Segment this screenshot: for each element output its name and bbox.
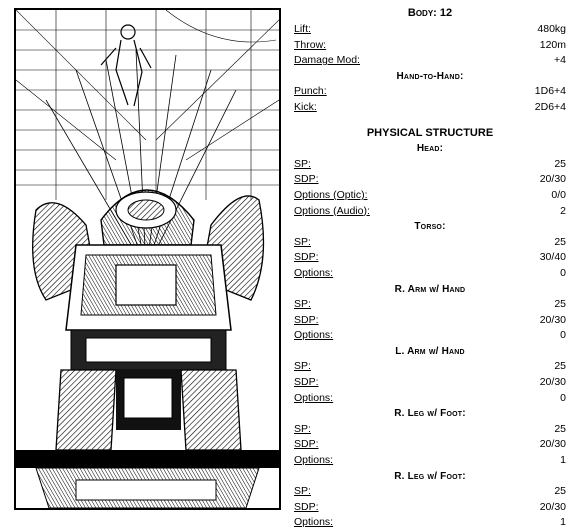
stat-label: Options: xyxy=(294,516,334,529)
stat-label: SP: xyxy=(294,422,311,435)
stat-value: 20/30 xyxy=(539,376,566,389)
stat-label: Options: xyxy=(294,391,334,404)
stat-label: Options: xyxy=(294,266,334,279)
stat-value: 25 xyxy=(554,157,566,170)
stat-value: 1 xyxy=(560,454,566,467)
stat-value: 1 xyxy=(560,516,566,529)
head-heading: Head: xyxy=(416,143,444,155)
stat-value: 2 xyxy=(560,204,566,217)
stat-label: SDP: xyxy=(294,251,319,264)
r-arm-heading: R. Arm w/ Hand xyxy=(394,283,466,295)
stat-row: SDP: 20/30 xyxy=(294,375,566,391)
stat-value: 25 xyxy=(554,485,566,498)
stat-value: 25 xyxy=(554,235,566,248)
stat-value: 0 xyxy=(560,391,566,404)
stat-label: SDP: xyxy=(294,438,319,451)
stat-value: 2D6+4 xyxy=(534,100,566,113)
stat-value: 25 xyxy=(554,360,566,373)
physical-structure-title: PHYSICAL STRUCTURE xyxy=(366,126,494,139)
stat-value: 20/30 xyxy=(539,313,566,326)
stat-row: Options (Optic): 0/0 xyxy=(294,188,566,204)
stat-label: Options (Audio): xyxy=(294,204,370,217)
stat-value: 20/30 xyxy=(539,500,566,513)
r-leg-heading-2: R. Leg w/ Foot: xyxy=(394,470,466,482)
stat-value: 25 xyxy=(554,298,566,311)
l-arm-heading: L. Arm w/ Hand xyxy=(395,345,465,357)
stat-row: SDP: 20/30 xyxy=(294,437,566,453)
stat-value: 25 xyxy=(554,422,566,435)
stat-label: Damage Mod: xyxy=(294,54,360,67)
stat-row: SP: 25 xyxy=(294,235,566,251)
stat-row-kick: Kick: 2D6+4 xyxy=(294,100,566,116)
stat-row: SDP: 30/40 xyxy=(294,250,566,266)
stat-label: Options: xyxy=(294,454,334,467)
stat-value: 120m xyxy=(539,38,566,51)
stat-label: Options (Optic): xyxy=(294,188,368,201)
stat-block: Body: 12 Lift: 480kg Throw: 120m Damage Mo… xyxy=(294,6,566,531)
stat-label: SDP: xyxy=(294,500,319,513)
stat-value: 30/40 xyxy=(539,251,566,264)
stat-label: SP: xyxy=(294,298,311,311)
stat-row: Options: 0 xyxy=(294,266,566,282)
stat-row: SP: 25 xyxy=(294,484,566,500)
stat-row: Options (Audio): 2 xyxy=(294,204,566,220)
stat-row: SDP: 20/30 xyxy=(294,313,566,329)
stat-label: Kick: xyxy=(294,100,317,113)
stat-value: 20/30 xyxy=(539,173,566,186)
stat-row: Options: 0 xyxy=(294,391,566,407)
stat-row-throw: Throw: 120m xyxy=(294,38,566,54)
stat-row-punch: Punch: 1D6+4 xyxy=(294,84,566,100)
body-title: Body: 12 xyxy=(407,7,453,19)
stat-row: Options: 1 xyxy=(294,453,566,469)
stat-row: SDP: 20/30 xyxy=(294,500,566,516)
stat-label: SP: xyxy=(294,235,311,248)
stat-label: Throw: xyxy=(294,38,327,51)
stat-row: SP: 25 xyxy=(294,157,566,173)
stat-label: SDP: xyxy=(294,173,319,186)
stat-row: SDP: 20/30 xyxy=(294,172,566,188)
stat-row: SP: 25 xyxy=(294,297,566,313)
stat-label: SDP: xyxy=(294,313,319,326)
stat-label: SP: xyxy=(294,360,311,373)
stat-row-damage-mod: Damage Mod: +4 xyxy=(294,53,566,69)
stat-label: Punch: xyxy=(294,85,327,98)
stat-row: Options: 1 xyxy=(294,515,566,531)
stat-value: +4 xyxy=(554,54,566,67)
torso-heading: Torso: xyxy=(414,221,446,233)
stat-row: SP: 25 xyxy=(294,422,566,438)
stat-value: 0/0 xyxy=(551,188,566,201)
stat-value: 1D6+4 xyxy=(534,85,566,98)
stat-value: 0 xyxy=(560,329,566,342)
stat-label: SP: xyxy=(294,485,311,498)
stat-label: SDP: xyxy=(294,376,319,389)
armored-mecha-illustration-icon xyxy=(16,10,279,508)
r-leg-heading: R. Leg w/ Foot: xyxy=(394,408,466,420)
stat-value: 20/30 xyxy=(539,438,566,451)
stat-row-lift: Lift: 480kg xyxy=(294,22,566,38)
stat-value: 480kg xyxy=(537,23,566,35)
stat-row: Options: 0 xyxy=(294,328,566,344)
stat-label: Options: xyxy=(294,329,334,342)
hand-to-hand-heading: Hand-to-Hand: xyxy=(396,70,464,82)
stat-label: Lift: xyxy=(294,23,311,35)
stat-row: SP: 25 xyxy=(294,359,566,375)
stat-label: SP: xyxy=(294,157,311,170)
stat-value: 0 xyxy=(560,266,566,279)
mecha-illustration xyxy=(14,8,281,510)
